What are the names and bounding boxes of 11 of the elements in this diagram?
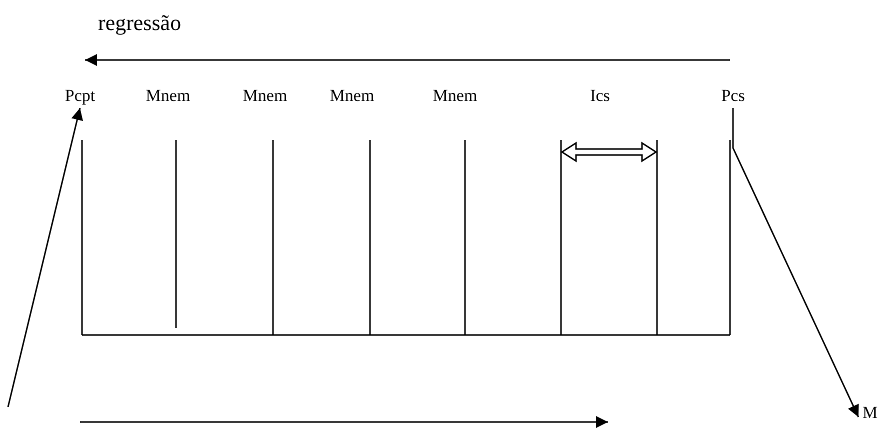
system-label: Mnem bbox=[146, 86, 190, 106]
system-label: Ics bbox=[590, 86, 610, 106]
arrow bbox=[732, 108, 860, 418]
process-label: regressão bbox=[98, 10, 182, 36]
system-label: Pcpt bbox=[64, 86, 96, 106]
system-label: Pcs bbox=[721, 86, 745, 106]
system-label: Mnem bbox=[330, 86, 374, 106]
arrow bbox=[7, 108, 84, 408]
system-label: M bbox=[862, 403, 878, 423]
system-label: Mnem bbox=[432, 86, 478, 106]
system-label: Mnem bbox=[242, 86, 288, 106]
